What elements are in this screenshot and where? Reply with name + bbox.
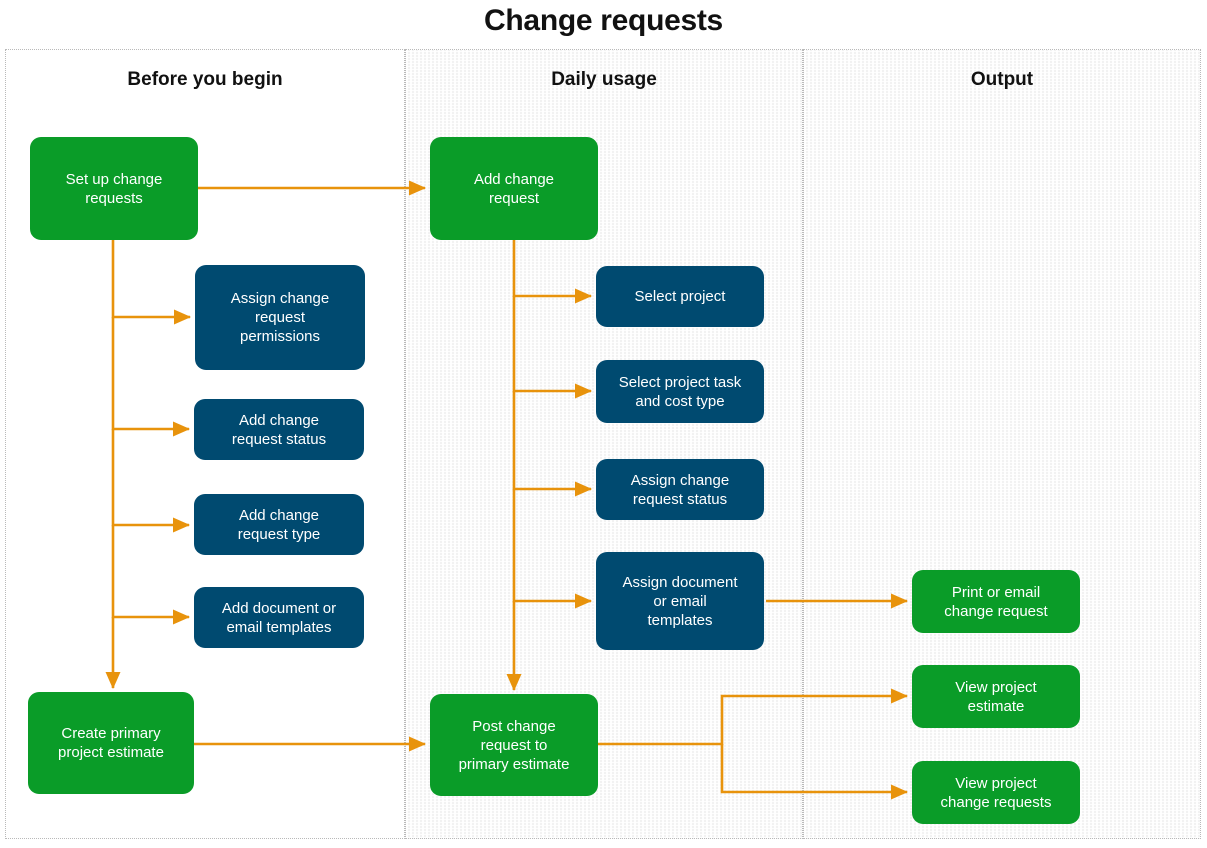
node-label: Post change request to primary estimate	[458, 717, 570, 773]
node-add-change-request-status[interactable]: Add change request status	[194, 399, 364, 460]
node-label: Assign change request status	[630, 471, 730, 508]
node-view-project-estimate[interactable]: View project estimate	[912, 665, 1080, 728]
node-assign-change-request-status[interactable]: Assign change request status	[596, 459, 764, 520]
swimlane-label-output: Output	[970, 69, 1034, 90]
node-label: Select project task and cost type	[618, 373, 742, 410]
node-post-change-request-to-primary-estimate[interactable]: Post change request to primary estimate	[430, 694, 598, 796]
node-label: Add change request status	[231, 411, 327, 448]
node-label: Select project	[634, 288, 726, 305]
node-label: Assign change request permissions	[230, 290, 330, 345]
node-assign-document-or-email-templates[interactable]: Assign document or email templates	[596, 552, 764, 650]
node-label: Print or email change request	[944, 583, 1048, 620]
node-print-or-email-change-request[interactable]: Print or email change request	[912, 570, 1080, 633]
node-label: Add change request	[473, 170, 555, 207]
node-label: View project change requests	[940, 774, 1052, 811]
page-title: Change requests	[484, 4, 723, 37]
node-add-change-request[interactable]: Add change request	[430, 137, 598, 240]
node-assign-change-request-permissions[interactable]: Assign change request permissions	[195, 265, 365, 370]
swimlane-label-before-you-begin: Before you begin	[127, 69, 283, 90]
node-label: Create primary project estimate	[58, 725, 164, 761]
node-label: Add document or email templates	[221, 599, 337, 636]
node-add-document-or-email-templates[interactable]: Add document or email templates	[194, 587, 364, 648]
swimlane-label-daily-usage: Daily usage	[551, 69, 657, 90]
node-select-project-task-and-cost-type[interactable]: Select project task and cost type	[596, 360, 764, 423]
node-label: Set up change requests	[65, 170, 163, 207]
node-select-project[interactable]: Select project	[596, 266, 764, 327]
node-label: Assign document or email templates	[622, 573, 738, 629]
node-view-project-change-requests[interactable]: View project change requests	[912, 761, 1080, 824]
node-label: Add change request type	[237, 506, 321, 543]
node-add-change-request-type[interactable]: Add change request type	[194, 494, 364, 555]
node-set-up-change-requests[interactable]: Set up change requests	[30, 137, 198, 240]
node-create-primary-project-estimate[interactable]: Create primary project estimate	[28, 692, 194, 794]
node-label: View project estimate	[955, 678, 1037, 715]
